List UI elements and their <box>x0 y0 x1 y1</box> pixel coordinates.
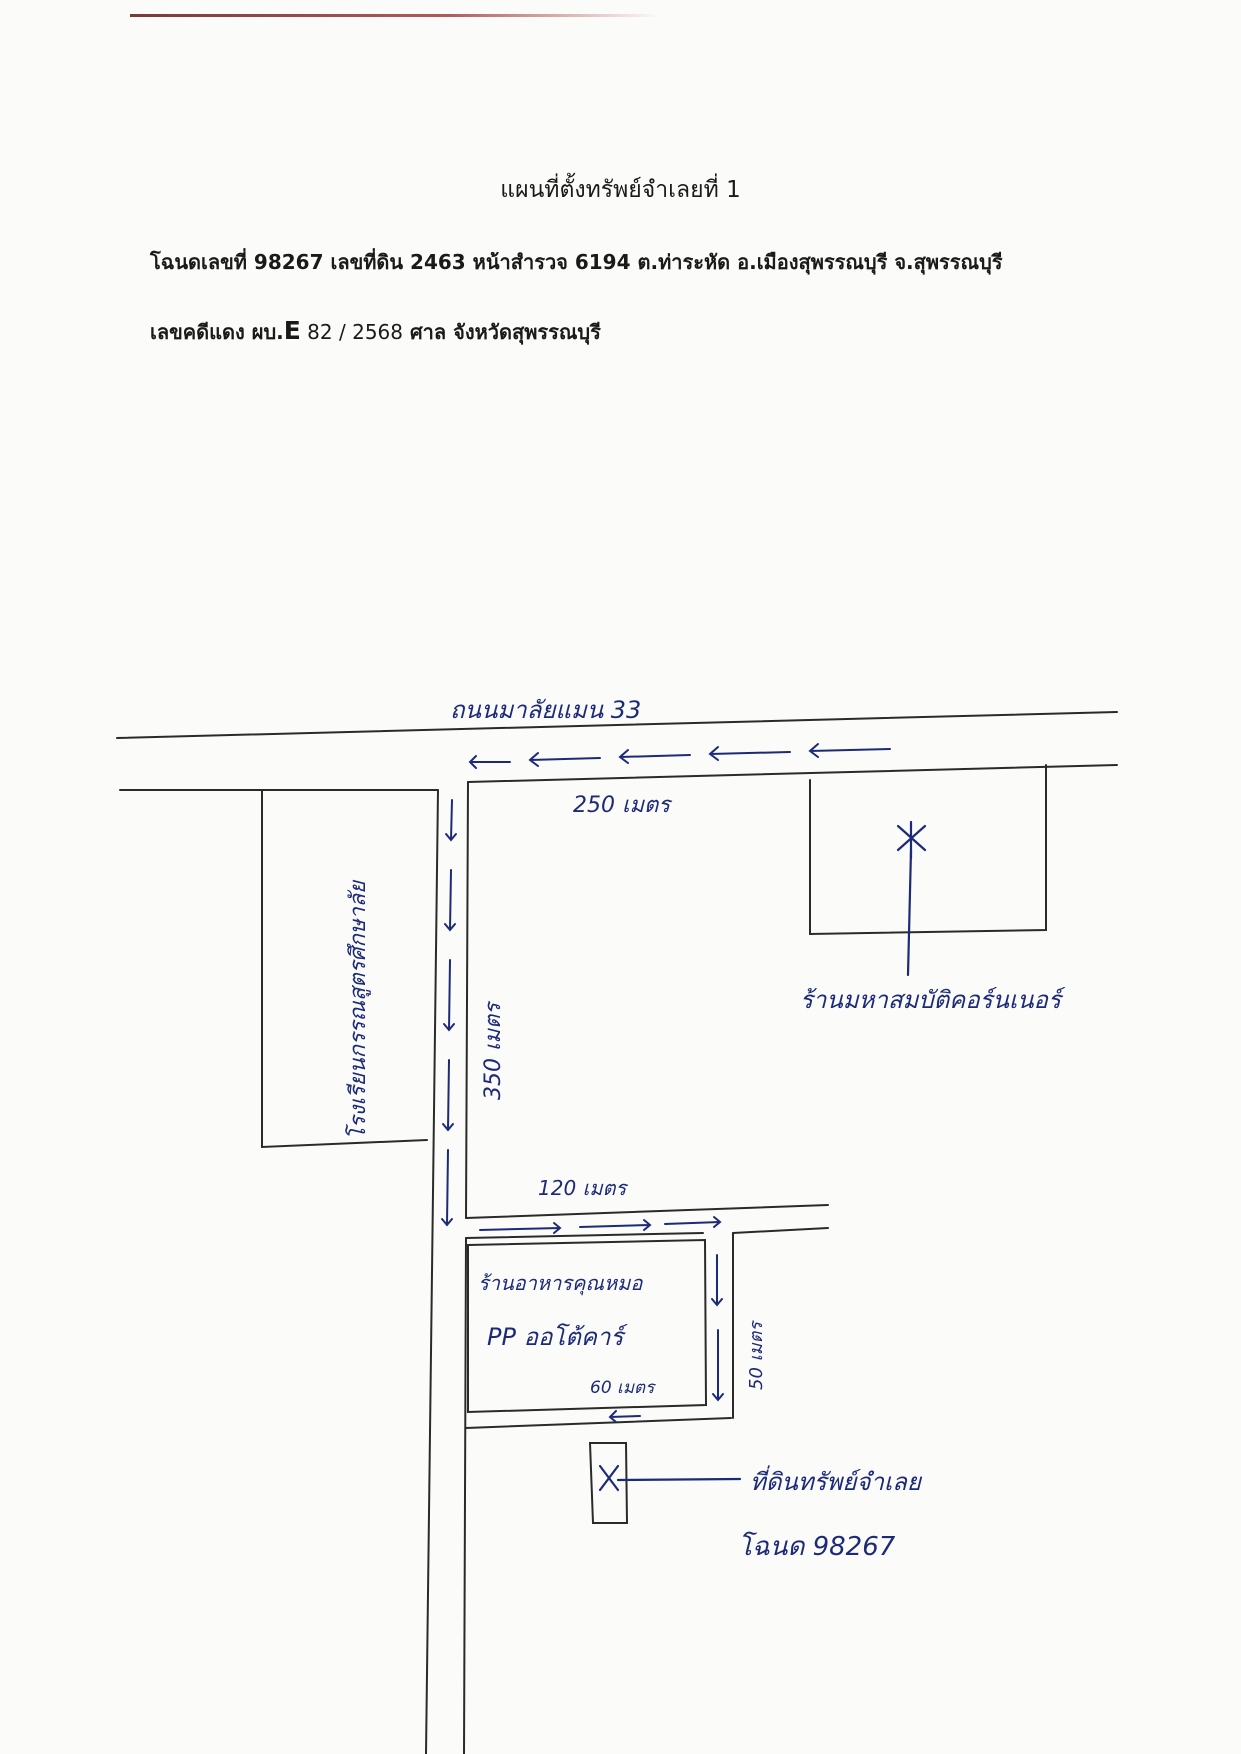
left-building-label: โรงเรียนกรรณสูตรศึกษาลัย <box>345 879 371 1140</box>
right-landmark-label: ร้านมหาสมบัติคอร์นเนอร์ <box>800 986 1066 1014</box>
case-number: 82 / 2568 <box>300 320 403 344</box>
target-deed-label: โฉนด 98267 <box>738 1531 896 1562</box>
small-distance-v-label: 50 เมตร <box>746 1320 767 1390</box>
cross-road-right <box>732 1227 829 1234</box>
page-title: แผนที่ตั้งทรัพย์จำเลยที่ 1 <box>500 177 741 203</box>
deed-info-line: โฉนดเลขที่ 98267 เลขที่ดิน 2463 หน้าสำรว… <box>150 250 1003 274</box>
lower-block-label-2: PP ออโต้คาร์ <box>487 1323 628 1351</box>
case-letter: E <box>283 316 301 345</box>
lower-block-outline <box>467 1238 708 1414</box>
right-landmark-outline <box>809 764 1047 936</box>
side-road-left-edge <box>425 789 439 1754</box>
side-road-right-edge <box>465 781 469 1219</box>
mid-distance-label: 120 เมตร <box>538 1176 629 1200</box>
cross-road-top-edge <box>465 1204 829 1219</box>
lower-block-label-1: ร้านอาหารคุณหมอ <box>478 1271 643 1296</box>
small-distance-h-label: 60 เมตร <box>590 1378 656 1398</box>
cross-road-bottom-edge <box>465 1232 704 1239</box>
side-distance-label: 350 เมตร <box>481 1000 506 1100</box>
right-landmark-leader <box>906 848 913 977</box>
scan-edge-mark <box>130 14 660 17</box>
case-court: ศาล จังหวัดสุพรรณบุรี <box>403 320 601 344</box>
lower-road-bottom <box>465 1417 732 1429</box>
target-plot-outline <box>588 1442 629 1524</box>
target-leader <box>616 1477 742 1482</box>
left-building-outline <box>261 789 428 1149</box>
route-arrows <box>441 743 891 1423</box>
case-prefix: เลขคดีแดง ผบ. <box>150 320 284 344</box>
case-info-line: เลขคดีแดง ผบ.E 82 / 2568 ศาล จังหวัดสุพร… <box>150 316 601 348</box>
road-label: ถนนมาลัยแมน 33 <box>450 696 641 724</box>
target-pin-icon <box>598 1464 620 1492</box>
side-road-right-edge-lower <box>463 1237 467 1754</box>
top-distance-label: 250 เมตร <box>573 793 673 818</box>
target-label: ที่ดินทรัพย์จำเลย <box>750 1465 923 1496</box>
main-road-top-edge <box>116 711 1118 739</box>
main-road-bottom-edge-right <box>467 764 1118 783</box>
